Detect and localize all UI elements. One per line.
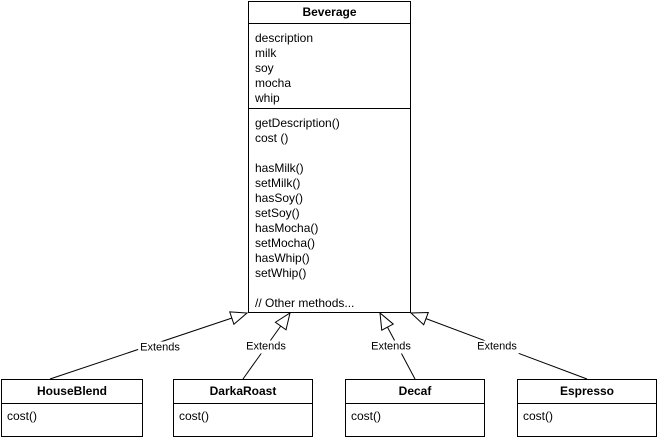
method-item: hasMocha() bbox=[255, 221, 319, 235]
extends-label-houseblend: Extends bbox=[138, 341, 182, 355]
extends-label-decaf: Extends bbox=[369, 340, 413, 354]
method-item: getDescription() bbox=[255, 116, 340, 130]
class-name-houseblend: HouseBlend bbox=[2, 380, 142, 404]
class-name-beverage: Beverage bbox=[249, 2, 410, 24]
method-item: cost() bbox=[7, 409, 37, 423]
class-box-houseblend: HouseBlend cost() bbox=[1, 379, 143, 437]
method-item: setWhip() bbox=[255, 266, 307, 280]
class-name-decaf: Decaf bbox=[346, 380, 484, 404]
method-item: setSoy() bbox=[255, 206, 300, 220]
methods-compartment: cost() bbox=[2, 404, 142, 424]
method-item: cost() bbox=[351, 409, 381, 423]
class-box-beverage: Beverage description milk soy mocha whip… bbox=[248, 1, 411, 313]
class-box-darkaroast: DarkaRoast cost() bbox=[173, 379, 313, 437]
class-name-espresso: Espresso bbox=[518, 380, 656, 404]
attribute-item: soy bbox=[255, 61, 274, 75]
method-comment: // Other methods... bbox=[255, 296, 355, 310]
methods-compartment: getDescription() cost () hasMilk() setMi… bbox=[249, 109, 410, 311]
method-item: hasWhip() bbox=[255, 251, 310, 265]
method-item: setMilk() bbox=[255, 176, 301, 190]
method-item: cost() bbox=[523, 409, 553, 423]
method-item: hasSoy() bbox=[255, 191, 304, 205]
method-item-spacer bbox=[255, 146, 406, 161]
method-item: hasMilk() bbox=[255, 161, 304, 175]
class-box-espresso: Espresso cost() bbox=[517, 379, 657, 437]
attribute-item: description bbox=[255, 31, 314, 45]
methods-compartment: cost() bbox=[174, 404, 312, 424]
method-item: cost() bbox=[179, 409, 209, 423]
extends-label-darkaroast: Extends bbox=[244, 340, 288, 354]
class-name-darkaroast: DarkaRoast bbox=[174, 380, 312, 404]
method-item: setMocha() bbox=[255, 236, 316, 250]
attribute-item: whip bbox=[255, 91, 280, 105]
methods-compartment: cost() bbox=[518, 404, 656, 424]
extends-label-espresso: Extends bbox=[475, 340, 519, 354]
methods-compartment: cost() bbox=[346, 404, 484, 424]
attribute-item: milk bbox=[255, 46, 277, 60]
attribute-item: mocha bbox=[255, 76, 292, 90]
class-box-decaf: Decaf cost() bbox=[345, 379, 485, 437]
method-item-spacer bbox=[255, 281, 406, 296]
method-item: cost () bbox=[255, 131, 289, 145]
attributes-compartment: description milk soy mocha whip bbox=[249, 24, 410, 109]
